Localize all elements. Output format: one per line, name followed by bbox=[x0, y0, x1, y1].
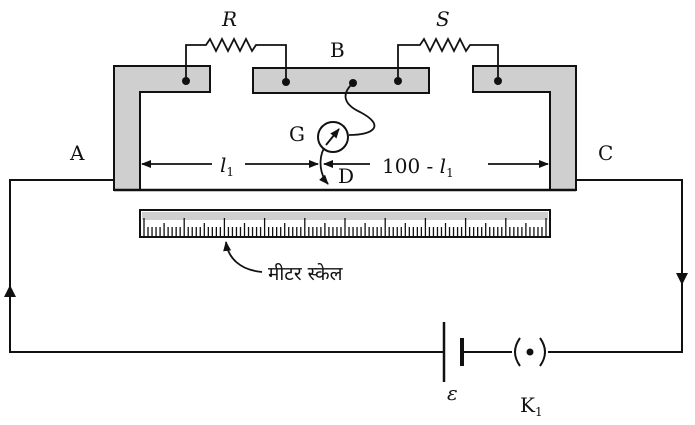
middle-copper-strip bbox=[252, 67, 430, 94]
jockey-lead bbox=[319, 147, 329, 185]
label-right-length: 100 - l1 bbox=[382, 154, 454, 180]
current-arrow-up-icon bbox=[4, 285, 16, 297]
label-G: G bbox=[289, 122, 305, 146]
label-D: D bbox=[338, 164, 354, 188]
galvanometer-lead bbox=[344, 82, 376, 136]
current-arrow-down-icon bbox=[676, 273, 688, 285]
label-C: C bbox=[598, 141, 613, 165]
metre-scale bbox=[139, 209, 551, 238]
label-key: K1 bbox=[520, 393, 543, 419]
resistor-S bbox=[397, 36, 499, 81]
label-R: R bbox=[221, 7, 237, 31]
circuit-wire bbox=[9, 179, 683, 353]
label-l1: l1 bbox=[220, 153, 234, 179]
label-metre-scale: मीटर स्केल bbox=[268, 262, 344, 285]
left-copper-strip bbox=[113, 65, 211, 191]
label-B: B bbox=[330, 38, 345, 62]
label-S: S bbox=[436, 7, 450, 31]
key-plug-icon bbox=[526, 348, 534, 356]
label-A: A bbox=[69, 141, 85, 165]
key-bracket-right bbox=[539, 337, 546, 367]
key-bracket-left bbox=[514, 337, 521, 367]
label-emf: ε bbox=[447, 381, 458, 405]
right-copper-strip bbox=[472, 65, 577, 191]
resistor-R bbox=[185, 36, 287, 82]
scale-pointer-arrow bbox=[223, 241, 263, 273]
galvanometer-needle bbox=[325, 128, 340, 146]
